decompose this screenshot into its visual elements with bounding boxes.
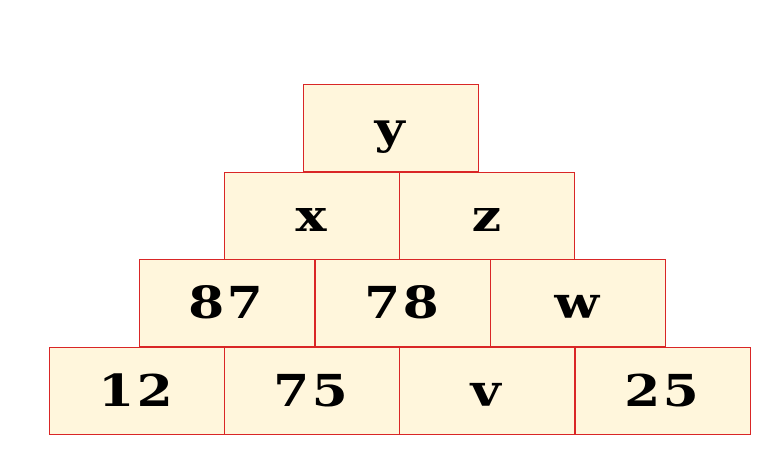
- brick-value: v: [470, 365, 504, 417]
- brick-row4-col4: 25: [575, 347, 751, 435]
- brick-row4-col2: 75: [224, 347, 400, 435]
- brick-value: x: [295, 190, 329, 242]
- brick-value: z: [471, 190, 503, 242]
- brick-value: 78: [364, 277, 442, 329]
- brick-value: 87: [188, 277, 266, 329]
- brick-value: 25: [624, 365, 702, 417]
- brick-row4-col3: v: [399, 347, 575, 435]
- brick-row3-col3: w: [490, 259, 666, 347]
- brick-value: 75: [273, 365, 351, 417]
- brick-row1-col1: y: [303, 84, 479, 172]
- brick-value: w: [554, 277, 602, 329]
- brick-row2-col2: z: [399, 172, 575, 260]
- brick-value: 12: [98, 365, 176, 417]
- brick-row3-col2: 78: [315, 259, 491, 347]
- brick-row4-col1: 12: [49, 347, 225, 435]
- brick-row3-col1: 87: [139, 259, 315, 347]
- brick-row2-col1: x: [224, 172, 400, 260]
- brick-value: y: [374, 102, 408, 154]
